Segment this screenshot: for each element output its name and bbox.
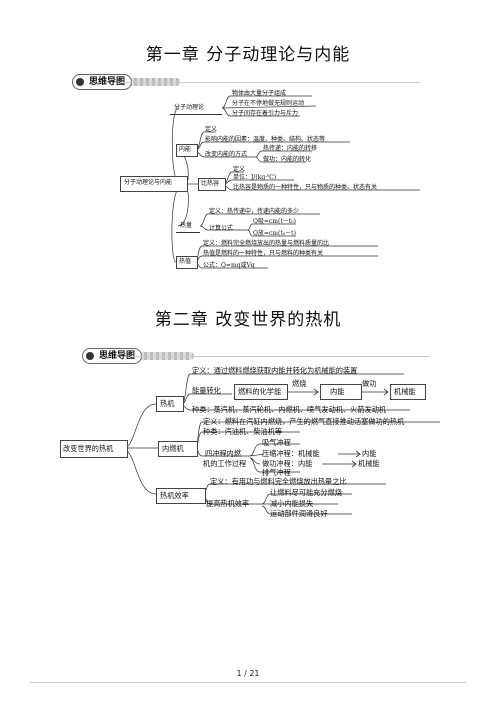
c2-energy-internal: 内能 (330, 387, 345, 396)
c2-b3-item1: 让燃料尽可能充分燃烧 (270, 488, 342, 497)
c2-arrow-label-burn: 燃烧 (292, 379, 307, 388)
c1-b5-prop: 热值是燃料的一种特性，只与燃料的种类有关 (203, 250, 324, 257)
c1-branch3-node (198, 178, 226, 191)
conn2-b1 (123, 403, 157, 449)
c1-b5-formula: 公式：Q=mq或Vq (203, 262, 255, 269)
c2-b2-types: 种类：汽油机、柴油机等 (203, 427, 283, 436)
c2-b3-def: 定义：有用功与燃料完全燃烧放出热量之比 (210, 477, 347, 486)
c1-b1-item2: 分子在不停地做无规则运动 (232, 100, 305, 107)
c1-branch4-node (176, 221, 200, 233)
c2-energy-internal-box (320, 384, 362, 400)
c2-stroke-compression: 压缩冲程：机械能 (262, 449, 320, 458)
c2-energy-mechanical: 机械能 (394, 387, 416, 396)
c2-stroke-exhaust: 排气冲程 (262, 468, 291, 477)
c1-b2-factors: 影响内能的因素：温度、种类、结构、状态等 (205, 136, 326, 143)
badge-underline (130, 356, 430, 357)
c1-b4-def: 定义：热传递中，传递内能的多少 (209, 208, 300, 215)
c2-stroke-power-result: 机械能 (358, 459, 380, 468)
c1-b2-def: 定义 (205, 126, 218, 133)
c1-b2-way2: 做功：内能的转化 (263, 156, 312, 163)
c2-stroke-intake: 吸气冲程 (262, 438, 291, 447)
footer-divider (30, 682, 466, 683)
c1-branch2-label: 内能 (179, 146, 192, 153)
badge-dot-icon (76, 78, 84, 86)
c2-b1-def: 定义：通过燃料燃烧获取内能并转化为机械能的装置 (192, 366, 358, 375)
c1-b4-formula2: Q放=cm(t₀－t) (253, 230, 296, 237)
c2-branch2-node (158, 441, 198, 457)
c2-branch3-node (156, 488, 206, 504)
c1-b4-formula1: Q吸=cm(t－t₀) (253, 218, 296, 225)
badge-label: 思维导图 (89, 77, 126, 87)
c1-b3-prop: 比热容是物质的一种特性，只与物质的种类、状态有关 (233, 184, 378, 191)
c1-branch3-label: 比热容 (201, 180, 220, 187)
c2-arrow-label-work: 做功 (362, 379, 377, 388)
c1-b3-def: 定义 (233, 166, 246, 173)
c1-b2-way1: 热传递：内能的转移 (263, 145, 318, 152)
chapter1-root-node (120, 176, 188, 192)
badge-pill: 思维导图 (82, 348, 143, 364)
c2-b2-cycle-line1: 四冲程内燃 (205, 449, 241, 458)
c1-branch2-node (176, 144, 198, 157)
c2-b1-conv: 能量转化 (192, 386, 221, 395)
c2-b3-item3: 运动部件润滑良好 (270, 509, 328, 518)
c2-branch3-label: 热机效率 (160, 491, 189, 500)
c1-b1-item3: 分子间存在着引力与斥力 (232, 110, 299, 117)
c2-branch2-label: 内燃机 (162, 444, 184, 453)
c2-energy-mechanical-box (390, 384, 426, 400)
badge-pill: 思维导图 (72, 74, 133, 90)
c2-b3-improve: 提高热机效率 (206, 499, 250, 508)
chapter2-root-node (60, 440, 128, 458)
c1-b1-item1: 物体由大量分子组成 (232, 90, 287, 97)
page-number: 1 / 21 (236, 669, 260, 678)
c1-b5-def: 定义：燃料完全燃烧放出的热量与燃料质量的比 (203, 240, 330, 247)
c1-branch5-label: 热值 (179, 258, 192, 265)
c2-b1-types: 种类：蒸汽机、蒸汽轮机、内燃机、喷气发动机、火箭发动机 (192, 405, 387, 414)
c2-branch1-label: 热机 (160, 399, 175, 408)
chapter1-root-label: 分子动理论与内能 (124, 179, 173, 186)
chapter1-title: 第一章 分子动理论与内能 (145, 45, 351, 65)
conn2-b3 (123, 449, 157, 495)
c2-b2-def: 定义：燃料在汽缸内燃烧，产生的燃气直接推动活塞做功的热机 (203, 417, 405, 426)
c1-branch5-node (176, 256, 198, 269)
c1-b4-calc: 计算公式 (209, 225, 234, 232)
chapter2-root-label: 改变世界的热机 (63, 444, 114, 453)
c2-b3-item2: 减小内能损失 (270, 499, 314, 508)
chapter2-title: 第二章 改变世界的热机 (154, 310, 342, 330)
c2-branch1-node (156, 396, 184, 412)
c1-b3-unit: 单位：J/(kg·℃) (233, 174, 277, 181)
c1-branch4-label: 热量 (180, 222, 193, 229)
c2-energy-chemical-box (234, 384, 288, 400)
badge-dot-icon (86, 352, 94, 360)
c1-branch1-label: 分子动理论 (174, 104, 205, 111)
c2-b2-cycle-line2: 机的工作过程 (203, 459, 247, 468)
c2-stroke-power: 做功冲程：内能 (262, 459, 313, 468)
c2-energy-chemical: 燃料的化学能 (238, 387, 282, 396)
c1-b2-ways: 改变内能的方式 (205, 151, 248, 158)
c2-stroke-compression-result: 内能 (362, 449, 377, 458)
badge-underline (120, 82, 420, 83)
c1-branch1-node (170, 102, 222, 115)
badge-label: 思维导图 (99, 351, 136, 361)
